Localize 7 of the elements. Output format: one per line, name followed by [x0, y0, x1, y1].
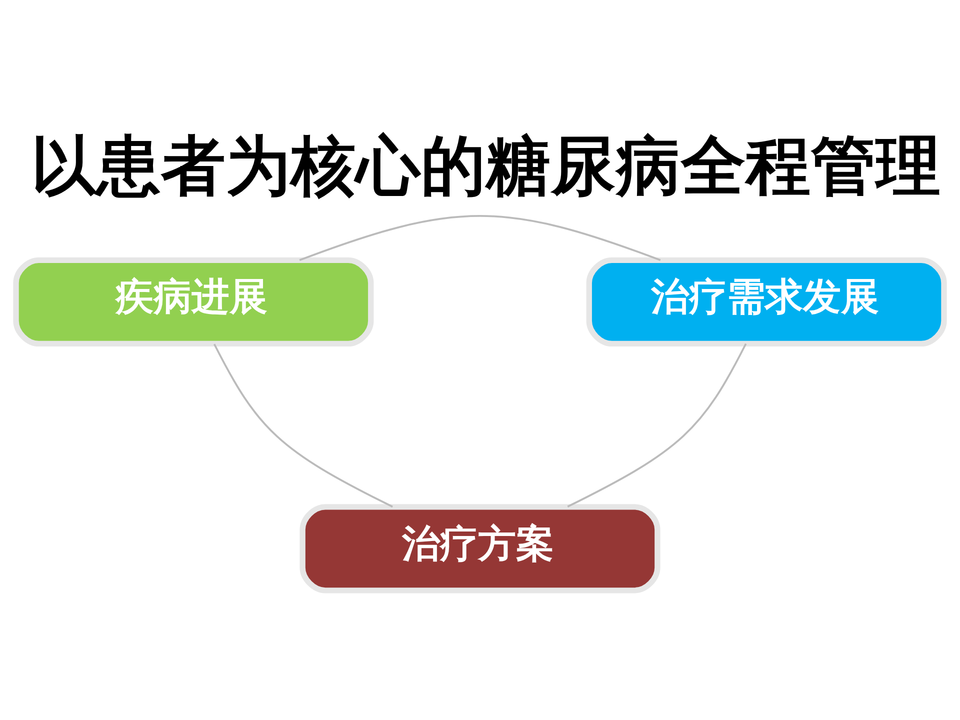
connector: [567, 342, 747, 507]
connector: [213, 343, 393, 508]
node-box: 治疗需求发展: [586, 256, 947, 346]
node-box: 疾病进展: [13, 256, 374, 346]
diagram-title: 以患者为核心的糖尿病全程管理: [31, 128, 942, 204]
connector: [299, 214, 661, 261]
node-box: 治疗方案: [300, 504, 660, 593]
